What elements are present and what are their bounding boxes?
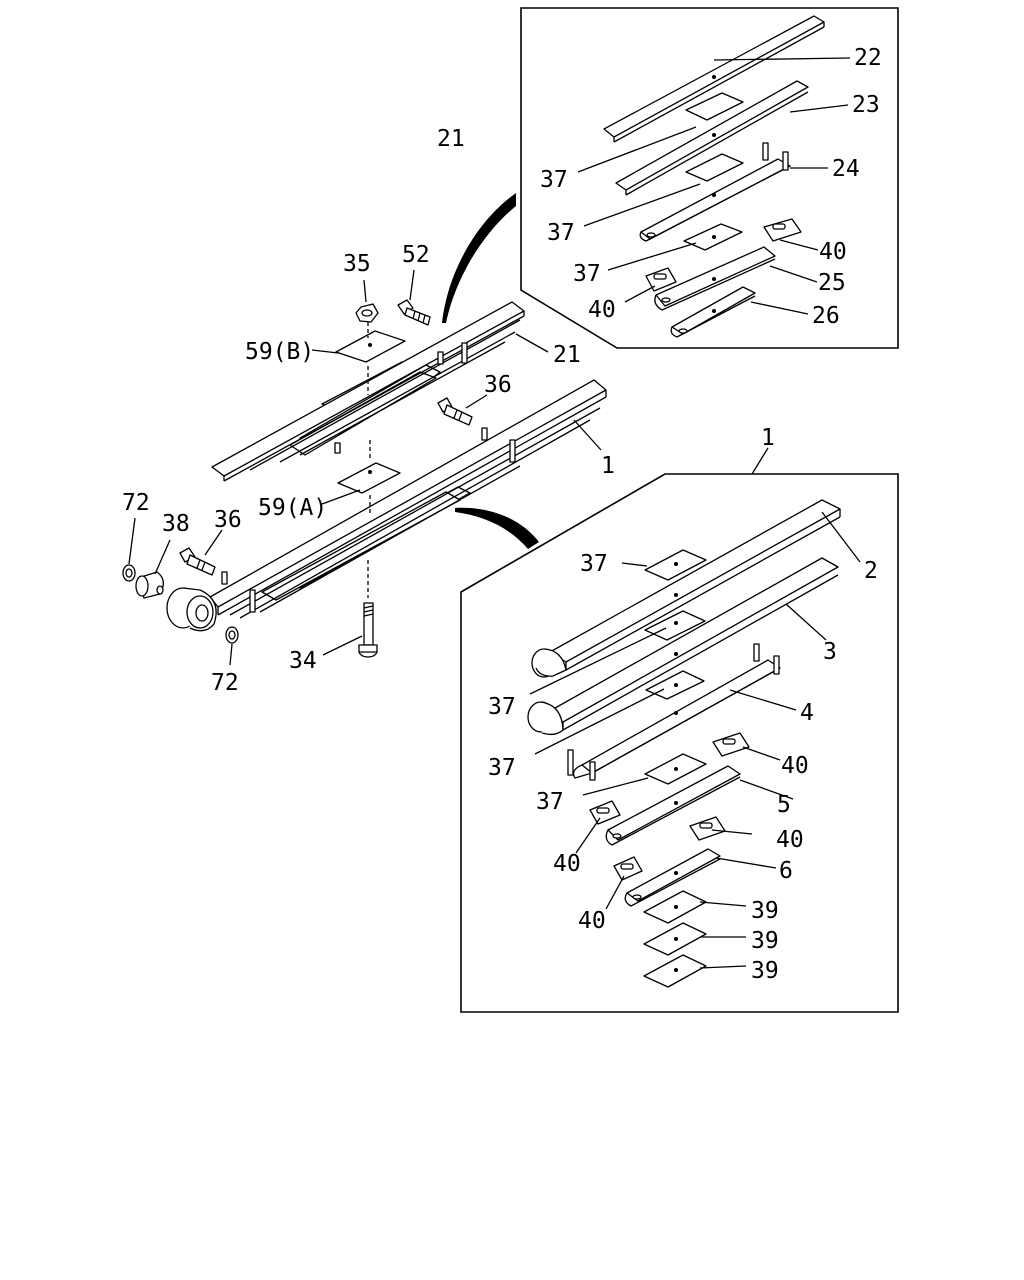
callout-59a: 59(A) [258,495,327,521]
washer-72 [225,626,239,644]
callout-39: 39 [751,958,779,984]
bolt-34 [358,602,378,658]
nut-35 [355,303,379,323]
callout-35: 35 [343,251,371,277]
detail-box-1 [460,447,899,1013]
leaf-2 [531,499,841,678]
callout-34: 34 [289,648,317,674]
callout-36: 36 [484,372,512,398]
arrow-to-detail-21 [442,193,516,323]
callout-5: 5 [777,792,791,818]
callout-38: 38 [162,511,190,537]
leaf-4 [567,643,781,781]
callout-21: 21 [553,342,581,368]
callout-37: 37 [540,167,568,193]
callout-40: 40 [588,297,616,323]
washer-72 [122,564,136,582]
bolt-36 [179,547,216,576]
callout-39: 39 [751,898,779,924]
callout-37: 37 [488,694,516,720]
callout-72: 72 [122,490,150,516]
spring-assembly-1 [166,379,607,632]
detail-box-21 [520,7,899,349]
bolt-36 [437,397,473,426]
callout-40: 40 [781,753,809,779]
callout-37: 37 [547,220,575,246]
arrow-to-detail-1 [455,507,539,549]
leaf-22 [603,15,825,143]
clip-40 [645,267,677,292]
callout-59b: 59(B) [245,339,314,365]
callout-3: 3 [823,639,837,665]
leaf-25 [654,246,776,311]
callout-36: 36 [214,507,242,533]
clip-40 [712,732,750,757]
callout-39: 39 [751,928,779,954]
callout-23: 23 [852,92,880,118]
callout-2: 2 [864,558,878,584]
bolt-52 [397,299,431,326]
main-assembly [122,193,607,666]
callout-37: 37 [536,789,564,815]
callout-labels: 22 23 21 24 37 37 40 37 25 40 26 35 52 5… [122,45,882,984]
callout-72: 72 [211,670,239,696]
callout-22: 22 [854,45,882,71]
callout-40: 40 [819,239,847,265]
callout-40: 40 [553,851,581,877]
callout-40: 40 [578,908,606,934]
callout-37: 37 [488,755,516,781]
callout-37: 37 [573,261,601,287]
leaf-24 [639,142,791,242]
callout-1: 1 [761,425,775,451]
callout-37: 37 [580,551,608,577]
callout-1: 1 [601,453,615,479]
leaf-6 [624,848,721,907]
callout-6: 6 [779,858,793,884]
leaf-3 [527,557,839,736]
callout-4: 4 [800,700,814,726]
clip-40 [589,800,621,825]
clip-40 [613,856,643,881]
clip-40 [763,218,802,242]
clip-40 [689,816,726,841]
callout-21: 21 [437,126,465,152]
callout-26: 26 [812,303,840,329]
callout-40: 40 [776,827,804,853]
callout-52: 52 [402,242,430,268]
callout-24: 24 [832,156,860,182]
leaf-26 [670,286,756,338]
leaf-23 [615,80,809,196]
callout-25: 25 [818,270,846,296]
leaf-5 [605,765,741,846]
pad-59a [337,462,401,494]
bushing-38 [135,571,164,599]
